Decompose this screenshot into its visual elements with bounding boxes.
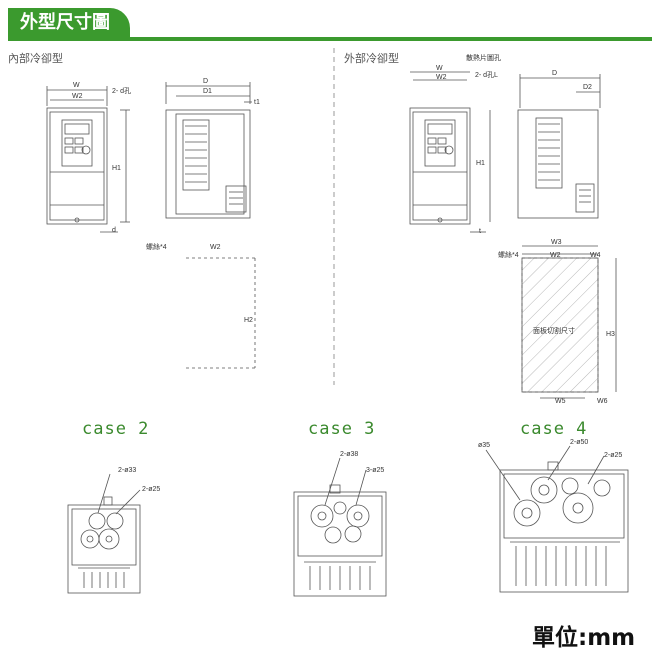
dim-ext-W: W: [436, 65, 443, 72]
dim-W5: W5: [555, 398, 566, 405]
page-title: 外型尺寸圖: [8, 8, 130, 38]
dim-ext-hole: 2- d孔L: [475, 71, 498, 79]
case-2-callout-2: 2-ø25: [142, 486, 160, 493]
dim-d: d: [112, 227, 116, 234]
internal-mount-pattern: [186, 257, 256, 369]
dim-W3: W3: [551, 239, 562, 246]
dim-ext-t: t: [479, 228, 481, 235]
case-4-view: [485, 445, 629, 593]
dim-W2-mount: W2: [210, 244, 221, 251]
case-4-label: case 4: [520, 419, 587, 439]
dim-W4: W4: [590, 252, 601, 259]
case-2-label: case 2: [82, 419, 149, 439]
label-screw: 螺絲*4: [146, 242, 167, 251]
external-side-view: [517, 74, 601, 219]
case-4-callout-3: 2-ø25: [604, 452, 622, 459]
dim-H3: H3: [606, 331, 615, 338]
title-rule: [8, 37, 652, 41]
case-2-callout-1: 2-ø33: [118, 467, 136, 474]
dim-D: D: [203, 78, 208, 85]
case-3-callout-1: 2-ø38: [340, 451, 358, 458]
dim-hole: 2- d孔: [112, 87, 131, 95]
internal-front-view: [46, 86, 130, 233]
label-cutout-screw: 螺絲*4: [498, 250, 519, 259]
dim-ext-D: D: [552, 70, 557, 77]
dim-W2: W2: [72, 93, 83, 100]
dim-ext-H1: H1: [476, 160, 485, 167]
case-3-view: [293, 457, 387, 597]
section-internal-title: 內部冷卻型: [8, 51, 63, 65]
dim-heatsink: 散熱片圖孔: [466, 53, 501, 62]
label-hatch: 面板切割尺寸: [533, 326, 575, 335]
case-2-view: [67, 473, 141, 594]
dim-H2-mount: H2: [244, 317, 253, 324]
dim-t1: t1: [254, 99, 260, 106]
panel-cutout: [521, 245, 617, 399]
internal-side-view: [165, 82, 252, 219]
dim-H1: H1: [112, 165, 121, 172]
dim-cut-W2: W2: [550, 252, 561, 259]
section-external-title: 外部冷卻型: [344, 51, 399, 65]
dim-D1: D1: [203, 88, 212, 95]
dim-W: W: [73, 82, 80, 89]
external-front-view: [409, 71, 491, 233]
dim-ext-D2: D2: [583, 84, 592, 91]
dim-W6: W6: [597, 398, 608, 405]
case-4-callout-2: 2-ø50: [570, 439, 588, 446]
case-3-callout-2: 3-ø25: [366, 467, 384, 474]
dim-ext-W2: W2: [436, 74, 447, 81]
case-4-callout-1: ø35: [478, 442, 490, 449]
unit-label: 單位:mm: [532, 625, 636, 651]
case-3-label: case 3: [308, 419, 375, 439]
